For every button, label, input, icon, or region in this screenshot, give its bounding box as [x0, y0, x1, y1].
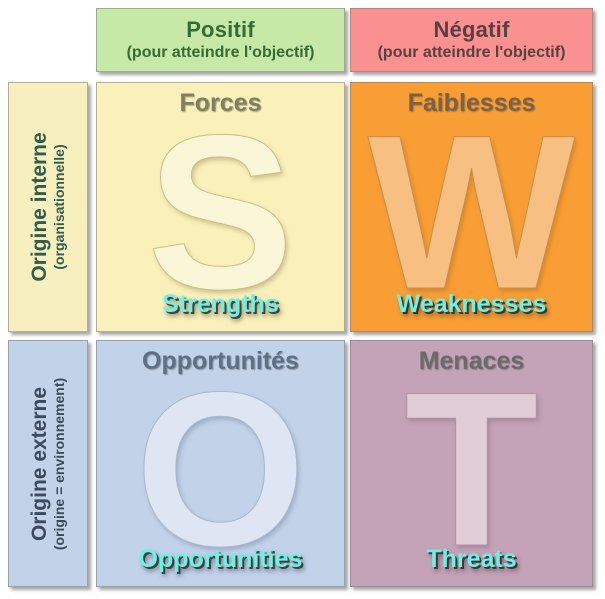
row-header-internal-subtitle: (organisationnelle) — [51, 144, 68, 270]
quadrant-strengths: Forces S Strengths — [96, 82, 345, 332]
row-header-external-title: Origine externe — [28, 386, 52, 541]
column-header-negative-subtitle: (pour atteindre l'objectif) — [377, 44, 566, 62]
column-header-positive: Positif (pour atteindre l'objectif) — [96, 8, 345, 72]
quadrant-threats: Menaces T Threats — [350, 340, 593, 587]
quadrant-strengths-letter-s: S — [147, 89, 295, 332]
row-header-internal-title: Origine interne — [28, 132, 52, 282]
quadrant-weaknesses-letter-w: W — [367, 89, 576, 332]
row-header-external-origin: Origine externe (origine = environnement… — [8, 340, 88, 587]
quadrant-opportunities-english-title: Opportunities — [138, 545, 303, 573]
row-header-external-subtitle: (origine = environnement) — [51, 377, 68, 550]
quadrant-threats-letter-t: T — [404, 345, 539, 587]
quadrant-opportunities: Opportunités O Opportunities — [96, 340, 345, 587]
quadrant-strengths-english-title: Strengths — [162, 290, 279, 318]
column-header-negative: Négatif (pour atteindre l'objectif) — [350, 8, 593, 72]
quadrant-weaknesses: Faiblesses W Weaknesses — [350, 82, 593, 332]
quadrant-weaknesses-english-title: Weaknesses — [396, 290, 547, 318]
quadrant-opportunities-french-title: Opportunités — [142, 347, 299, 375]
row-header-internal-origin: Origine interne (organisationnelle) — [8, 82, 88, 332]
column-header-positive-subtitle: (pour atteindre l'objectif) — [126, 44, 315, 62]
quadrant-weaknesses-french-title: Faiblesses — [407, 89, 536, 117]
quadrant-strengths-french-title: Forces — [179, 89, 262, 117]
quadrant-opportunities-letter-o: O — [134, 345, 307, 587]
row-header-internal-text: Origine interne (organisationnelle) — [28, 132, 68, 282]
column-header-positive-title: Positif — [186, 16, 255, 42]
quadrant-threats-french-title: Menaces — [418, 347, 525, 375]
column-header-negative-title: Négatif — [433, 16, 510, 42]
quadrant-threats-english-title: Threats — [426, 545, 517, 573]
row-header-external-text: Origine externe (origine = environnement… — [28, 377, 68, 550]
